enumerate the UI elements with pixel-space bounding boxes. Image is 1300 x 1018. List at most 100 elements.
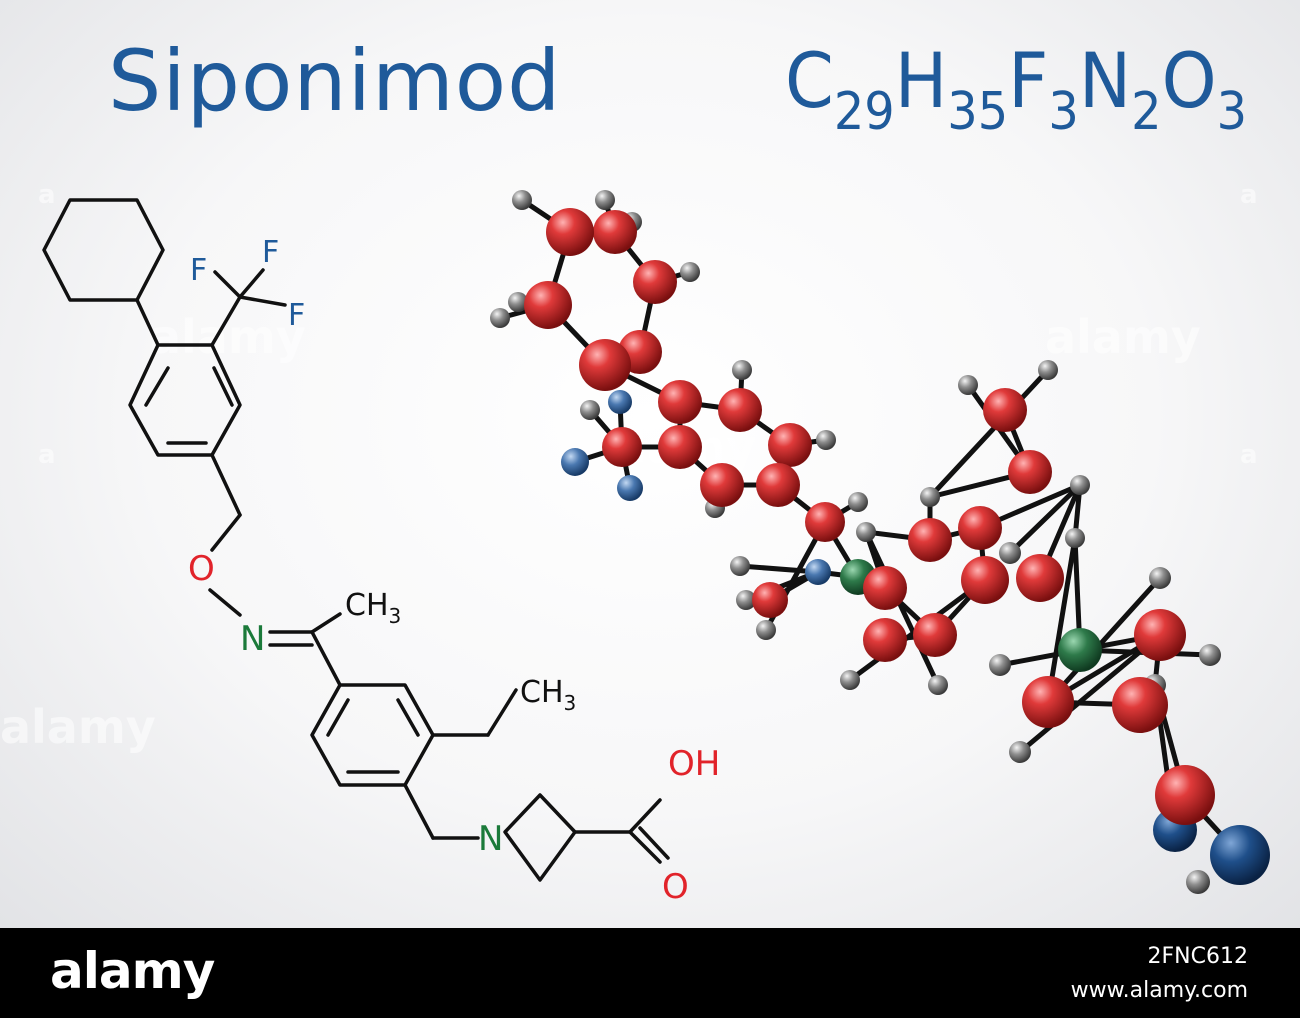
- model-bond: [927, 367, 1051, 500]
- hydrogen-atom: [840, 670, 860, 690]
- methyl-label: CH3: [520, 675, 576, 715]
- carbon-atom: [1016, 554, 1064, 602]
- nitrogen-atom: [1058, 628, 1102, 672]
- hydrogen-atom: [1070, 475, 1090, 495]
- molecular-formula: C29H35F3N2O3: [785, 36, 1247, 142]
- formula-count: 35: [947, 82, 1009, 142]
- image-id: 2FNC612: [1147, 944, 1248, 969]
- hydrogen-atom: [1149, 567, 1171, 589]
- model-bond: [737, 563, 821, 575]
- hydrogen-atom: [920, 487, 940, 507]
- carbon-atom: [700, 463, 744, 507]
- hydrogen-atom: [512, 190, 532, 210]
- nitrogen-label: N: [478, 819, 503, 859]
- hydrogen-atom: [958, 375, 978, 395]
- formula-count: 29: [833, 82, 895, 142]
- carbon-atom: [863, 566, 907, 610]
- hydrogen-atom: [508, 292, 528, 312]
- fluorine-atom: [608, 390, 632, 414]
- model-bond: [1045, 535, 1078, 705]
- carbon-atom: [805, 502, 845, 542]
- oxygen-label: O: [662, 867, 689, 907]
- hydrogen-atom: [736, 590, 756, 610]
- hydrogen-atom: [928, 675, 948, 695]
- carbon-atom: [633, 260, 677, 304]
- model-bond: [1017, 632, 1163, 755]
- carbon-atom: [1155, 765, 1215, 825]
- hydrogen-atom: [1065, 528, 1085, 548]
- hydrogen-atom: [756, 620, 776, 640]
- fluorine-atom: [805, 559, 831, 585]
- watermark-letter: a: [1240, 180, 1258, 210]
- carbon-atom: [752, 582, 788, 618]
- hydrogen-atom: [730, 556, 750, 576]
- carbon-atom: [718, 388, 762, 432]
- carbon-atom: [958, 506, 1002, 550]
- hydrogen-atom: [848, 492, 868, 512]
- footer-bar: alamy 2FNC612 www.alamy.com: [0, 928, 1300, 1018]
- carbon-atom: [961, 556, 1009, 604]
- carbon-atom: [756, 463, 800, 507]
- carbon-atom: [579, 339, 631, 391]
- fluorine-atom: [561, 448, 589, 476]
- hydrogen-atom: [999, 542, 1021, 564]
- oxygen-atom: [1210, 825, 1270, 885]
- fluorine-label: F: [288, 298, 305, 333]
- formula-count: 3: [1048, 82, 1079, 142]
- carbon-atom: [1112, 677, 1168, 733]
- hydrogen-atom: [732, 360, 752, 380]
- model-bond: [1007, 482, 1083, 556]
- carbon-atom: [524, 281, 572, 329]
- hydrogen-atom: [595, 190, 615, 210]
- hydrogen-atom: [816, 430, 836, 450]
- carbon-atom: [768, 423, 812, 467]
- methyl-label: CH3: [345, 588, 401, 628]
- hydrogen-atom: [580, 400, 600, 420]
- carbon-atom: [908, 518, 952, 562]
- watermark-letter: a: [38, 440, 56, 470]
- carbon-atom: [913, 613, 957, 657]
- carbon-atom: [1134, 609, 1186, 661]
- fluorine-label: F: [190, 253, 207, 288]
- formula-count: 3: [1216, 82, 1248, 142]
- hydrogen-atom: [680, 262, 700, 282]
- carbon-atom: [658, 425, 702, 469]
- carbon-atom: [658, 380, 702, 424]
- page-title: Siponimod: [108, 32, 562, 130]
- model-bond: [1045, 575, 1163, 705]
- carbon-atom: [1008, 450, 1052, 494]
- hydrogen-atom: [856, 522, 876, 542]
- watermark-letter: a: [38, 180, 56, 210]
- carbon-atom: [1022, 676, 1074, 728]
- nitrogen-label: N: [240, 619, 265, 659]
- carbon-atom: [863, 618, 907, 662]
- hydrogen-atom: [1038, 360, 1058, 380]
- formula-element: O: [1161, 36, 1217, 125]
- hydrogen-atom: [490, 308, 510, 328]
- ball-and-stick-model: [490, 190, 1270, 894]
- oxygen-label: O: [188, 549, 215, 589]
- footer-url: www.alamy.com: [1070, 978, 1248, 1003]
- alamy-logo: alamy: [50, 942, 215, 1000]
- hydrogen-atom: [1186, 870, 1210, 894]
- hydrogen-atom: [989, 654, 1011, 676]
- formula-element: H: [894, 36, 948, 125]
- model-bond: [863, 529, 941, 688]
- hydrogen-atom: [1199, 644, 1221, 666]
- fluorine-label: F: [262, 235, 279, 270]
- watermark-letter: a: [1240, 440, 1258, 470]
- carbon-atom: [593, 210, 637, 254]
- carbon-atom: [983, 388, 1027, 432]
- carbon-atom: [602, 427, 642, 467]
- fluorine-atom: [617, 475, 643, 501]
- hydroxyl-label: OH: [668, 744, 720, 784]
- watermark: alamy: [1045, 310, 1201, 364]
- formula-element: C: [785, 36, 834, 125]
- hydrogen-atom: [1009, 741, 1031, 763]
- illustration-canvas: Siponimod C29H35F3N2O3 alamy alamy alamy…: [0, 0, 1300, 928]
- formula-count: 2: [1131, 82, 1162, 142]
- watermark: alamy: [0, 700, 156, 754]
- skeletal-structure: F F F O N CH3 CH3 N OH O: [42, 198, 720, 907]
- carbon-atom: [546, 208, 594, 256]
- formula-element: F: [1008, 36, 1049, 125]
